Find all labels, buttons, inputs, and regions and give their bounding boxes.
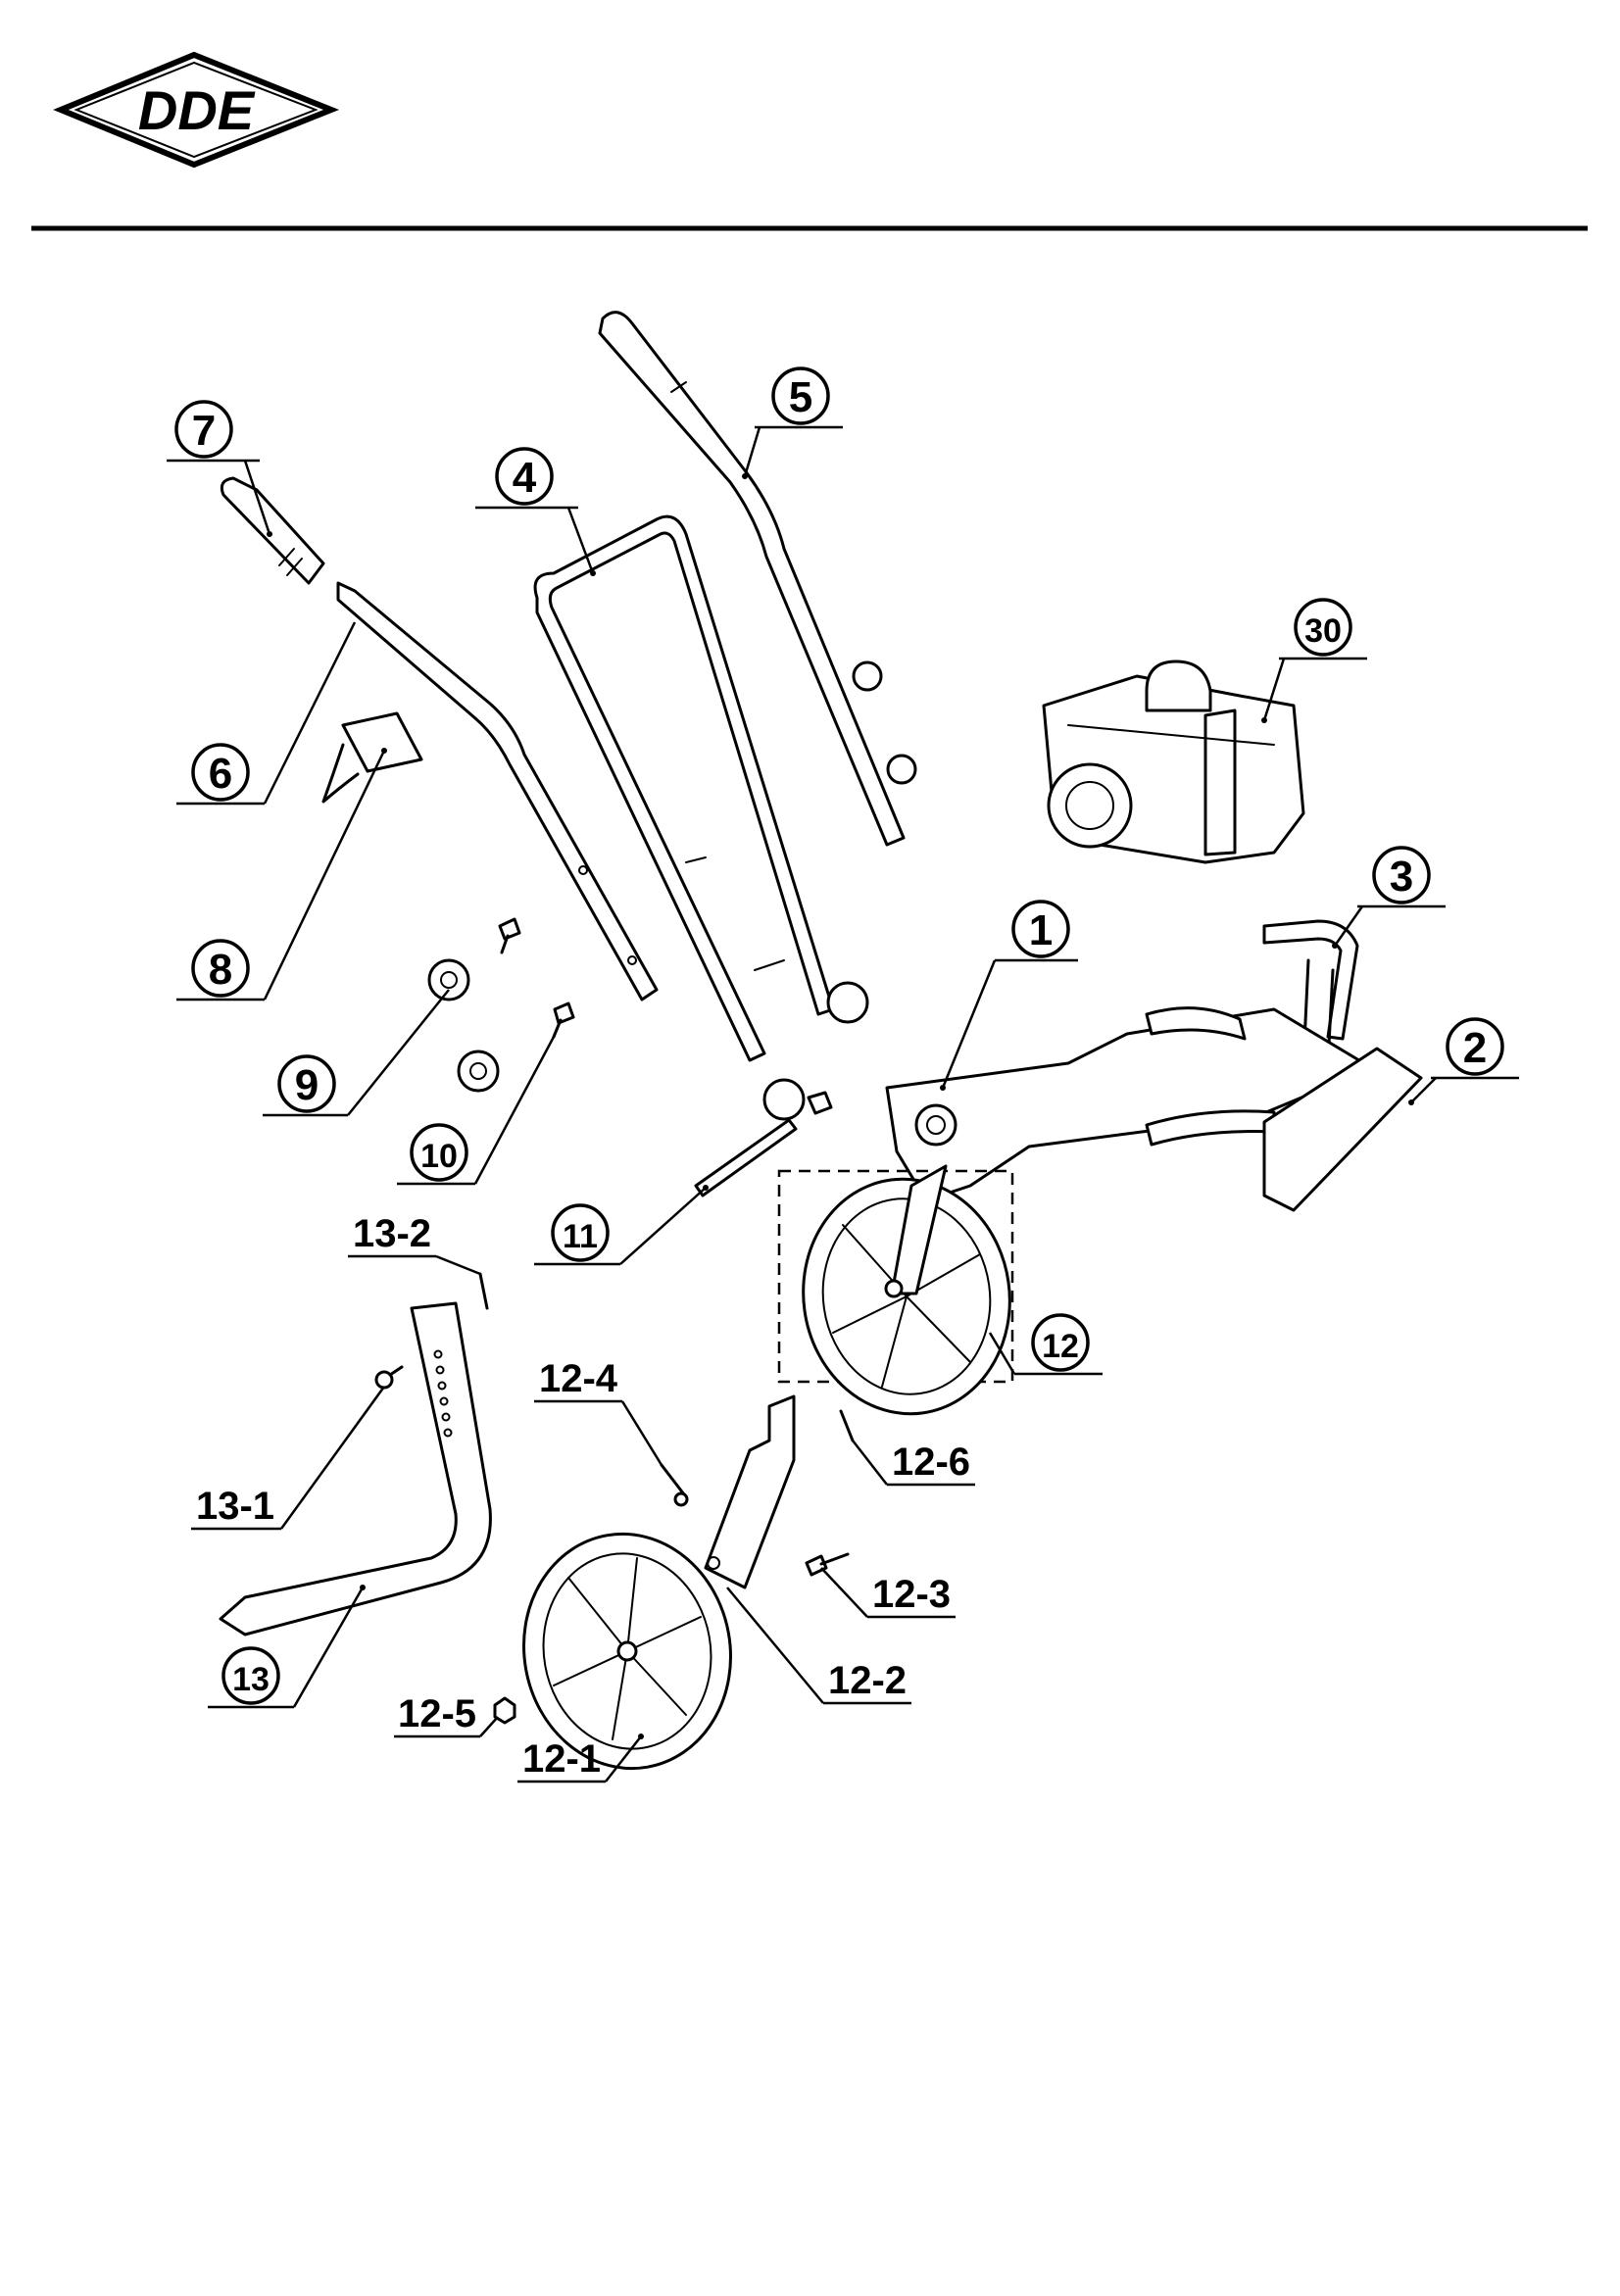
label-12-3: 12-3 [872,1573,951,1616]
label-13-2: 13-2 [353,1212,431,1255]
part-30-engine [1042,659,1305,864]
label-12-5: 12-5 [398,1692,476,1735]
part-5-right-handle [598,311,917,847]
logo-text: DDE [138,79,256,141]
part-7-grip [220,476,325,585]
label-12-4: 12-4 [539,1357,618,1400]
callout-1: 1 [941,900,1078,1089]
part-6-handle-tube [336,581,659,1001]
callout-12-2: 12-2 [726,1587,911,1705]
label-2: 2 [1463,1024,1487,1072]
part-12-3-bolt [805,1552,850,1577]
callout-12-1: 12-1 [517,1735,642,1783]
label-12-6: 12-6 [892,1441,970,1484]
label-10: 10 [420,1138,458,1175]
part-12-6-clip [839,1409,855,1442]
callout-12-6: 12-6 [852,1440,975,1487]
part-12-2-fork [704,1394,796,1589]
callout-11: 11 [534,1187,707,1266]
label-9: 9 [295,1061,319,1109]
part-12-wheel-assembly [777,1164,1014,1416]
callout-13-1: 13-1 [191,1386,386,1531]
label-12-2: 12-2 [828,1659,907,1702]
callout-12-4: 12-4 [534,1357,663,1466]
callout-6: 6 [176,621,357,806]
part-12-1-wheel [522,1532,732,1771]
callout-10: 10 [397,1036,556,1186]
part-13-stake [219,1301,492,1637]
dde-logo: DDE [53,51,340,169]
label-8: 8 [209,946,232,994]
callout-12-5: 12-5 [394,1692,499,1738]
callout-8: 8 [176,750,386,1001]
part-1-main-frame [885,1006,1374,1202]
callout-30: 30 [1262,598,1367,721]
part-13-1-bolt [374,1365,404,1390]
part-9-knob [427,958,500,1093]
label-1: 1 [1029,906,1053,954]
label-13-1: 13-1 [196,1485,274,1528]
label-6: 6 [209,750,232,798]
callout-7: 7 [167,400,271,535]
callout-2: 2 [1410,1017,1519,1103]
callout-12-3: 12-3 [820,1567,956,1619]
part-8-bracket [321,711,423,804]
callout-13: 13 [208,1587,365,1709]
part-12-5-nut [493,1696,516,1725]
label-7: 7 [192,407,216,455]
label-4: 4 [513,454,537,502]
part-13-2-pin [478,1272,489,1310]
label-12: 12 [1042,1328,1079,1365]
callout-13-2: 13-2 [348,1212,481,1276]
callout-12: 12 [988,1313,1103,1376]
label-30: 30 [1304,612,1342,650]
callout-4: 4 [475,447,595,574]
label-12-1: 12-1 [522,1737,601,1781]
callout-5: 5 [743,366,843,477]
label-5: 5 [789,373,812,421]
callout-3: 3 [1333,846,1446,947]
part-12-4-pin [660,1463,689,1507]
part-10-bolt [498,917,575,1039]
part-4-u-frame [533,514,869,1121]
label-13: 13 [232,1661,270,1698]
label-3: 3 [1390,853,1413,901]
label-11: 11 [563,1218,598,1255]
callout-9: 9 [263,989,450,1117]
part-11-axle [694,1091,833,1197]
